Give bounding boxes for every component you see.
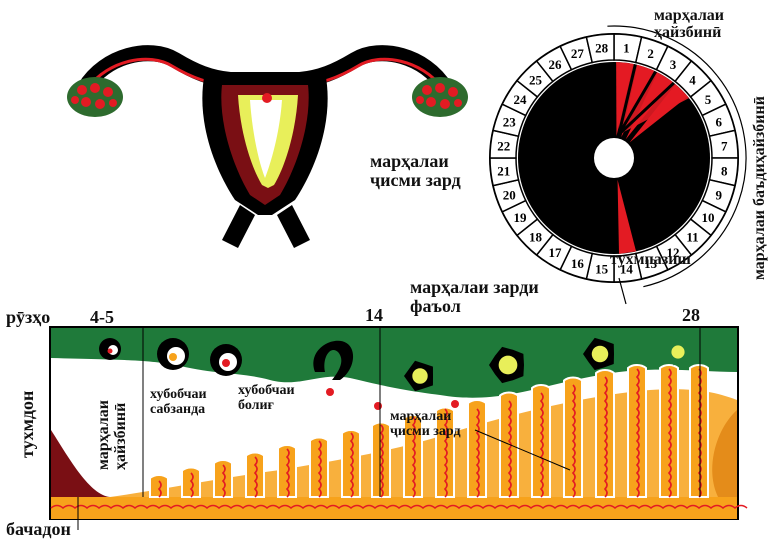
endometrial-column [150,475,168,497]
ovaries-label: тухмдон [18,391,37,458]
day-mark-14: 14 [365,306,383,325]
follicle-mature [210,344,242,376]
endometrial-column [182,468,200,498]
corpus-luteum-phase-label: марҳалаи ҷисми зард [390,410,490,439]
menstrual-phase-label: марҳалаи ҳайзбинӣ [96,370,130,470]
follicle-small [99,338,121,360]
endometrial-column [246,453,264,498]
uterus-label: бачадон [6,520,71,539]
endometrial-column [564,378,582,498]
days-label: рӯзҳо [6,308,50,327]
mature-follicle-label: хубобчаи болиғ [238,384,308,413]
growing-follicle-label: хубобчаи сабзанда [150,388,220,417]
follicle-growing [157,338,189,370]
active-yellow-phase-label: марҳалаи зарди фаъол [410,278,550,316]
day-mark-4-5: 4-5 [90,308,114,327]
day-mark-28: 28 [682,306,700,325]
